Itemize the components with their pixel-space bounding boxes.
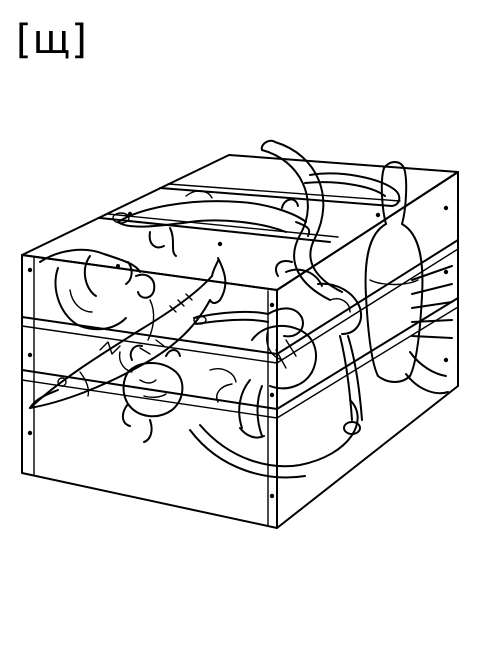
cube-frame: [21, 154, 459, 529]
comb-icon: [405, 265, 453, 395]
puppy-icon: [39, 248, 156, 331]
tongs-icon: [193, 260, 363, 435]
phoneme-heading: [щ]: [16, 17, 88, 63]
bottle-icon: [364, 161, 424, 383]
brush-icon: [209, 324, 317, 439]
lizard-icon: [112, 190, 311, 257]
pike-icon: [29, 257, 227, 409]
lobster-icon: [122, 344, 184, 443]
rope-icon: [189, 139, 401, 479]
